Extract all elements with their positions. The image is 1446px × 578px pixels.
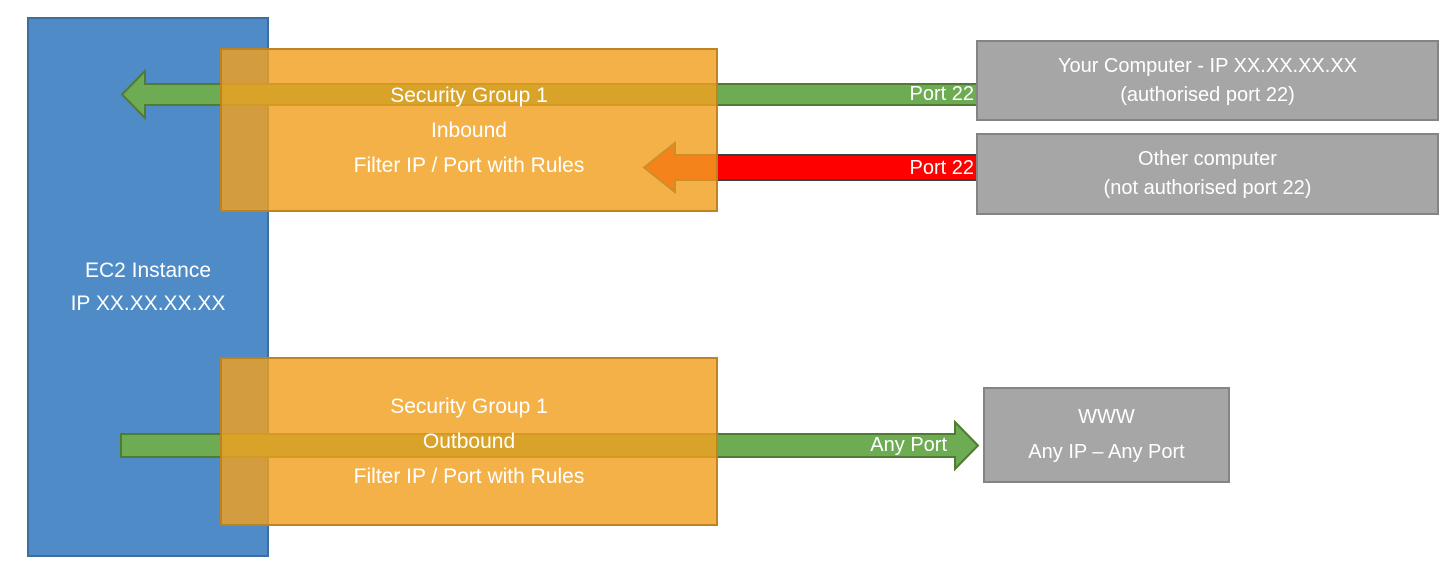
inbound-allowed-port-label: Port 22 [909, 83, 974, 105]
other-computer-note: (not authorised port 22) [1103, 177, 1312, 199]
sg-outbound-direction: Outbound [422, 430, 516, 453]
your-computer-box: Your Computer - IP XX.XX.XX.XX (authoris… [976, 40, 1439, 121]
sg-inbound-title: Security Group 1 [390, 83, 548, 107]
ec2-instance-name: EC2 Instance [84, 259, 212, 282]
outbound-port-label: Any Port [870, 434, 947, 456]
ec2-instance-ip: IP XX.XX.XX.XX [70, 292, 226, 315]
other-computer-box: Other computer (not authorised port 22) [976, 133, 1439, 215]
sg-outbound-title: Security Group 1 [390, 395, 548, 418]
security-group-outbound-box: Security Group 1 Outbound Filter IP / Po… [220, 357, 718, 526]
your-computer-title: Your Computer - IP XX.XX.XX.XX [1057, 54, 1358, 77]
sg-inbound-direction: Inbound [431, 118, 507, 142]
www-note: Any IP – Any Port [1028, 441, 1185, 463]
www-box: WWW Any IP – Any Port [983, 387, 1230, 483]
your-computer-note: (authorised port 22) [1120, 83, 1295, 106]
inbound-blocked-port-label: Port 22 [909, 157, 974, 179]
www-title: WWW [1078, 406, 1135, 428]
security-group-inbound-box: Security Group 1 Inbound Filter IP / Por… [220, 48, 718, 212]
other-computer-title: Other computer [1138, 148, 1277, 170]
sg-inbound-rule: Filter IP / Port with Rules [353, 153, 585, 177]
sg-outbound-rule: Filter IP / Port with Rules [353, 465, 585, 488]
